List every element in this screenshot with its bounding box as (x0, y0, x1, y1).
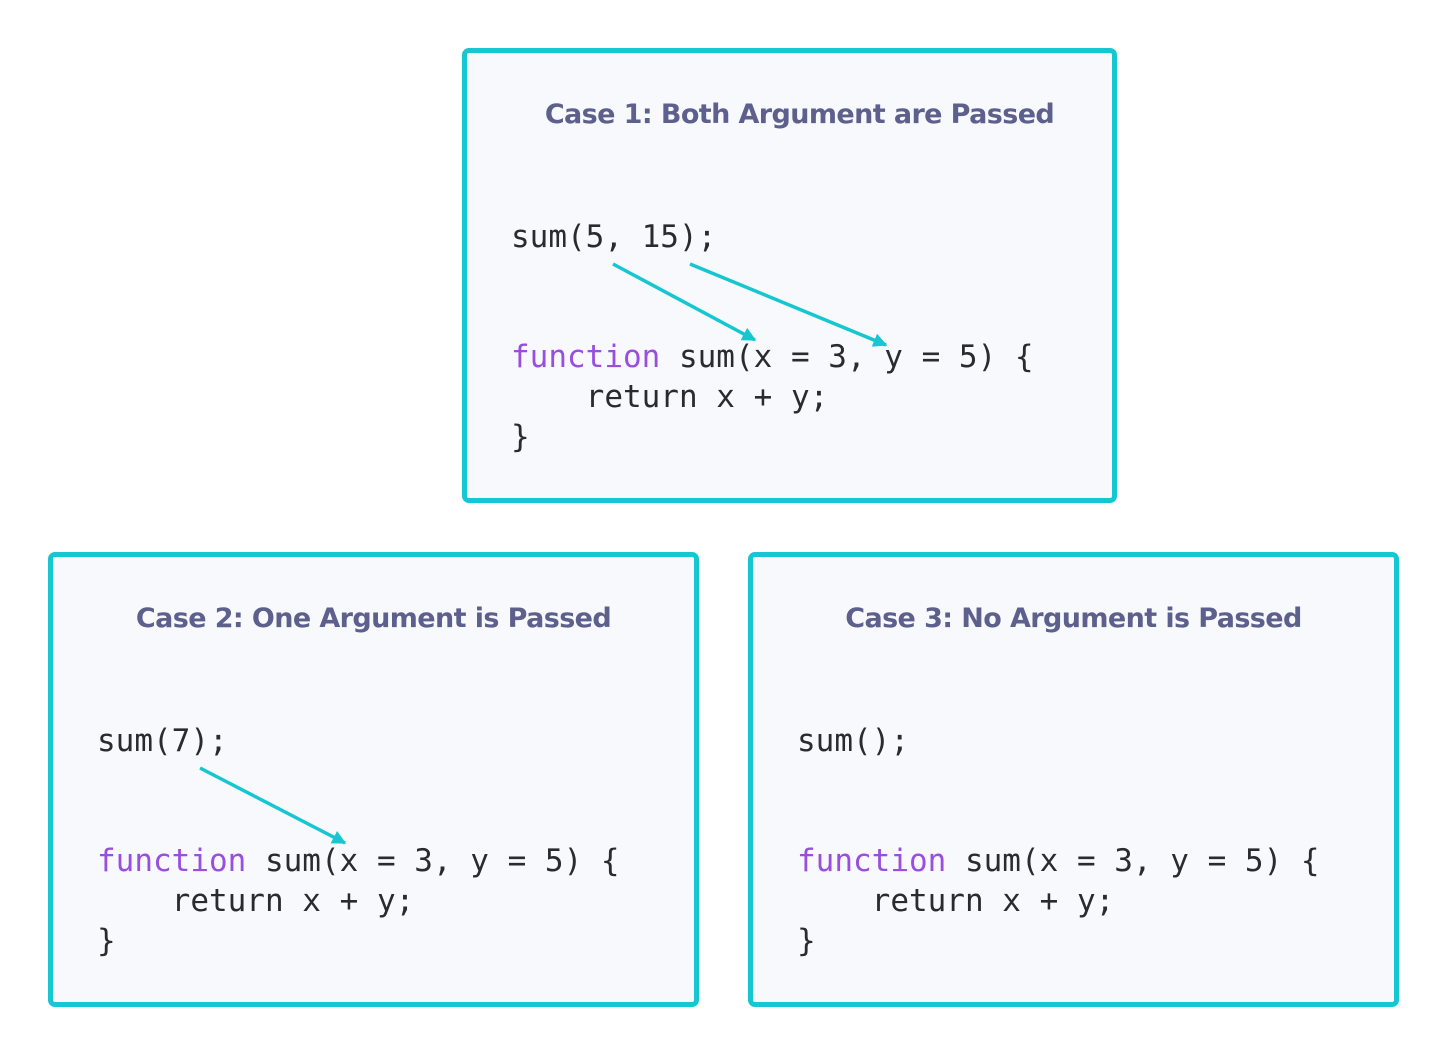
return-line: return x + y; (797, 883, 1115, 919)
case-3-box: Case 3: No Argument is Passed sum(); fun… (748, 552, 1399, 1007)
function-signature: sum(x = 3, y = 5) { (660, 339, 1034, 375)
closing-brace: } (97, 923, 116, 959)
case-3-function: function sum(x = 3, y = 5) { return x + … (797, 841, 1320, 961)
function-signature: sum(x = 3, y = 5) { (946, 843, 1320, 879)
function-signature: sum(x = 3, y = 5) { (246, 843, 620, 879)
case-2-function: function sum(x = 3, y = 5) { return x + … (97, 841, 620, 961)
function-keyword: function (97, 843, 247, 879)
return-line: return x + y; (97, 883, 415, 919)
case-1-title: Case 1: Both Argument are Passed (544, 99, 1055, 130)
case-3-call: sum(); (797, 723, 909, 759)
case-1-call: sum(5, 15); (511, 219, 717, 255)
return-line: return x + y; (511, 379, 829, 415)
case-1-box: Case 1: Both Argument are Passed sum(5, … (462, 48, 1117, 503)
closing-brace: } (797, 923, 816, 959)
closing-brace: } (511, 419, 530, 455)
function-keyword: function (511, 339, 661, 375)
case-1-function: function sum(x = 3, y = 5) { return x + … (511, 337, 1034, 457)
function-keyword: function (797, 843, 947, 879)
case-2-call: sum(7); (97, 723, 228, 759)
case-2-title: Case 2: One Argument is Passed (135, 603, 612, 634)
case-2-box: Case 2: One Argument is Passed sum(7); f… (48, 552, 699, 1007)
case-3-title: Case 3: No Argument is Passed (845, 603, 1302, 634)
